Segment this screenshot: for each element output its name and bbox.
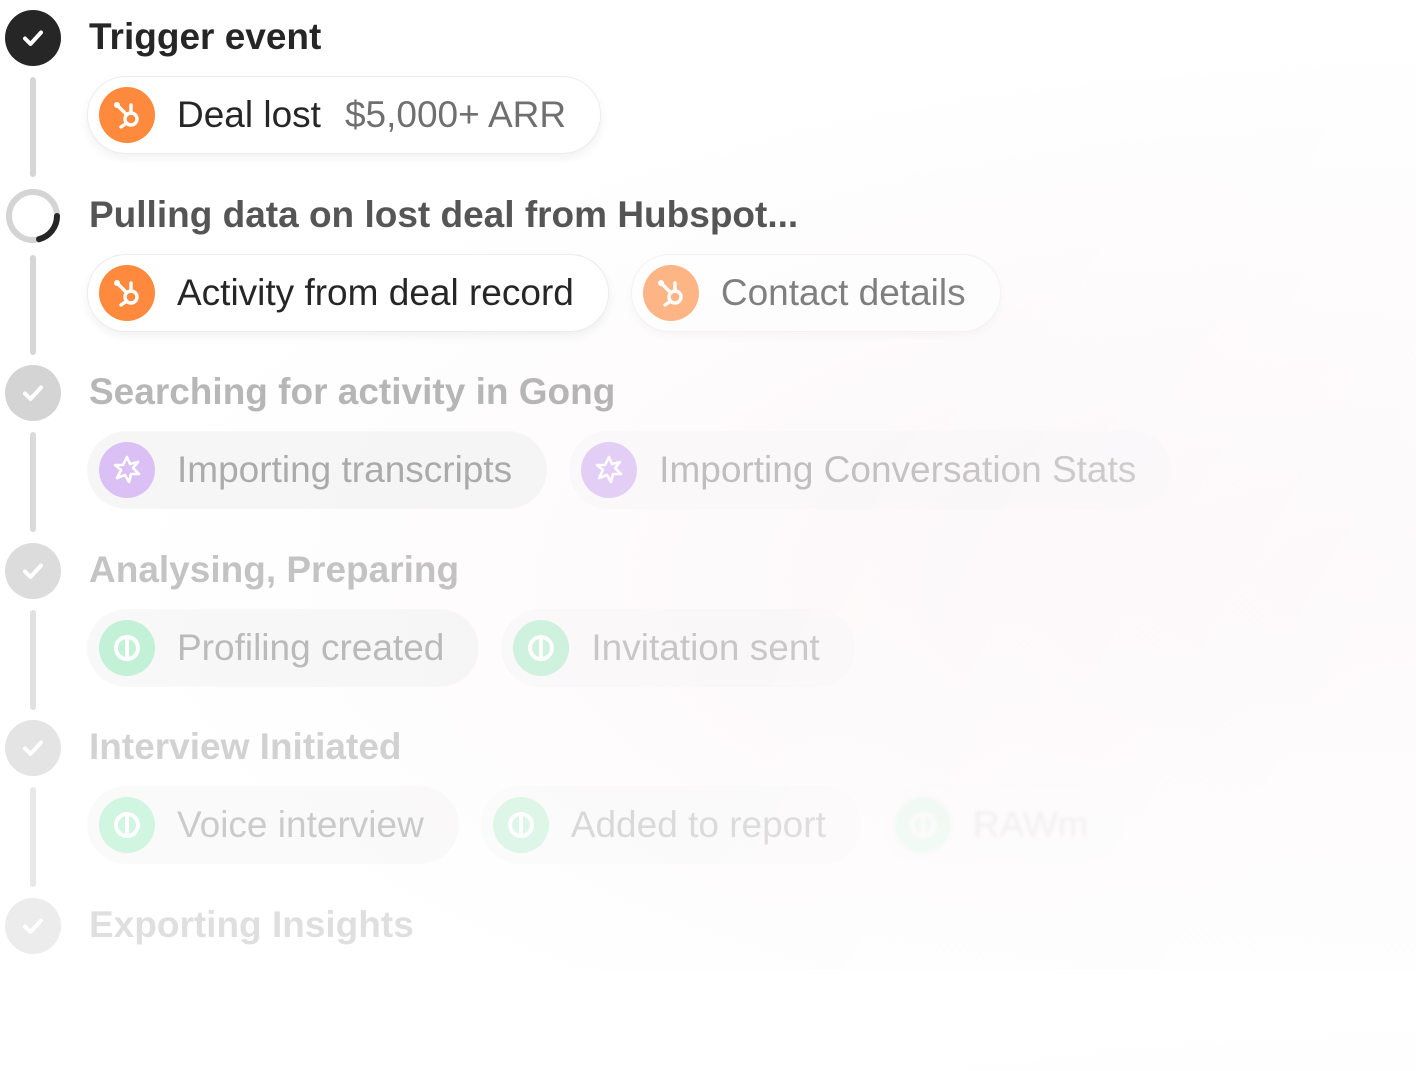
item-label: Profiling created [177, 627, 445, 668]
step-items: Activity from deal record Contact detail… [87, 254, 1023, 332]
item-label: Importing Conversation Stats [659, 449, 1137, 490]
item-value: $5,000+ ARR [344, 94, 567, 135]
step-title: Pulling data on lost deal from Hubspot..… [89, 194, 799, 235]
step-title: Searching for activity in Gong [89, 371, 616, 412]
item-label: RAWm [972, 804, 1089, 845]
item-label: Deal lost [177, 94, 321, 135]
item-label: Importing transcripts [177, 449, 513, 490]
hubspot-icon [99, 87, 155, 143]
timeline-connector [30, 787, 36, 887]
step-title: Exporting Insights [89, 904, 414, 945]
step-items: Deal lost $5,000+ ARR [87, 76, 623, 154]
item-label: Voice interview [177, 804, 424, 845]
check-icon [5, 10, 61, 66]
step-exporting-insights: Exporting Insights [0, 893, 1416, 1071]
step-items: Importing transcripts Importing Conversa… [87, 431, 1193, 509]
ovr-icon [894, 797, 951, 853]
item-label: Added to report [570, 804, 826, 845]
item-chip: Importing transcripts [87, 431, 548, 509]
gong-icon [581, 442, 638, 498]
item-label: Contact details [720, 272, 966, 313]
item-chip: Invitation sent [501, 609, 855, 687]
workflow-timeline: Trigger event Deal lost $5,000+ ARR Pull… [0, 5, 1416, 954]
step-title: Trigger event [89, 16, 322, 57]
item-chip: Profiling created [87, 609, 480, 687]
ovr-icon [492, 797, 549, 853]
item-chip: RAWm [882, 786, 1124, 864]
step-pulling-data: Pulling data on lost deal from Hubspot..… [0, 183, 1416, 361]
step-searching-gong: Searching for activity in Gong Importing… [0, 360, 1416, 538]
ovr-icon [99, 620, 155, 676]
check-icon [5, 543, 61, 599]
loading-spinner-icon [5, 188, 61, 244]
check-icon [5, 898, 61, 954]
item-chip: Voice interview [87, 786, 459, 864]
gong-icon [99, 442, 155, 498]
item-chip: Importing Conversation Stats [569, 431, 1172, 509]
item-label: Invitation sent [591, 627, 820, 668]
check-icon [5, 365, 61, 421]
hubspot-icon [642, 265, 699, 321]
timeline-connector [30, 432, 36, 532]
item-label: Activity from deal record [177, 272, 574, 313]
hubspot-icon [99, 265, 155, 321]
ovr-icon [513, 620, 570, 676]
check-icon [5, 720, 61, 776]
timeline-connector [30, 610, 36, 710]
timeline-connector [30, 255, 36, 355]
step-items: Profiling created Invitation sent [87, 609, 877, 687]
item-chip: Deal lost $5,000+ ARR [87, 76, 602, 154]
step-interview-initiated: Interview Initiated Voice interview Adde… [0, 715, 1416, 893]
step-analysing-preparing: Analysing, Preparing Profiling created I… [0, 538, 1416, 716]
step-items: Voice interview Added to report RAWm [87, 786, 1146, 864]
item-chip: Contact details [630, 254, 1001, 332]
item-chip: Activity from deal record [87, 254, 609, 332]
item-chip: Added to report [480, 786, 861, 864]
timeline-connector [30, 77, 36, 177]
step-title: Interview Initiated [89, 726, 402, 767]
step-trigger-event: Trigger event Deal lost $5,000+ ARR [0, 5, 1416, 183]
step-title: Analysing, Preparing [89, 549, 460, 590]
ovr-icon [99, 797, 155, 853]
